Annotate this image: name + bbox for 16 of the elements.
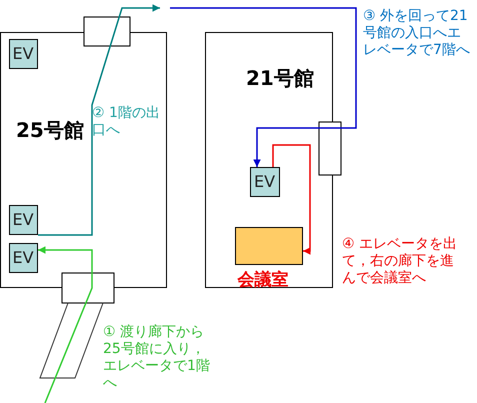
building-name: 25号館 <box>16 117 84 144</box>
room-name: 会議室 <box>238 268 288 290</box>
building-name: 21号館 <box>246 65 314 92</box>
building-outline <box>205 32 333 288</box>
route-arrow <box>38 246 93 403</box>
route-instruction: ④ エレベータを出て，右の廊下を進んで会議室へ <box>342 236 458 287</box>
route-arrow <box>272 144 311 255</box>
route-instruction: ② 1階の出口へ <box>92 105 161 139</box>
elevator-box: EV <box>8 38 38 68</box>
elevator-box: EV <box>8 242 38 272</box>
route-arrow <box>170 7 357 167</box>
route-arrow <box>38 4 160 236</box>
route-instruction: ① 渡り廊下から25号館に入り，エレベータで1階へ <box>103 324 211 392</box>
route-instruction: ③ 外を回って21号館の入口へエレベータで7階へ <box>363 8 471 59</box>
elevator-box: EV <box>250 166 280 196</box>
elevator-box: EV <box>8 204 38 234</box>
